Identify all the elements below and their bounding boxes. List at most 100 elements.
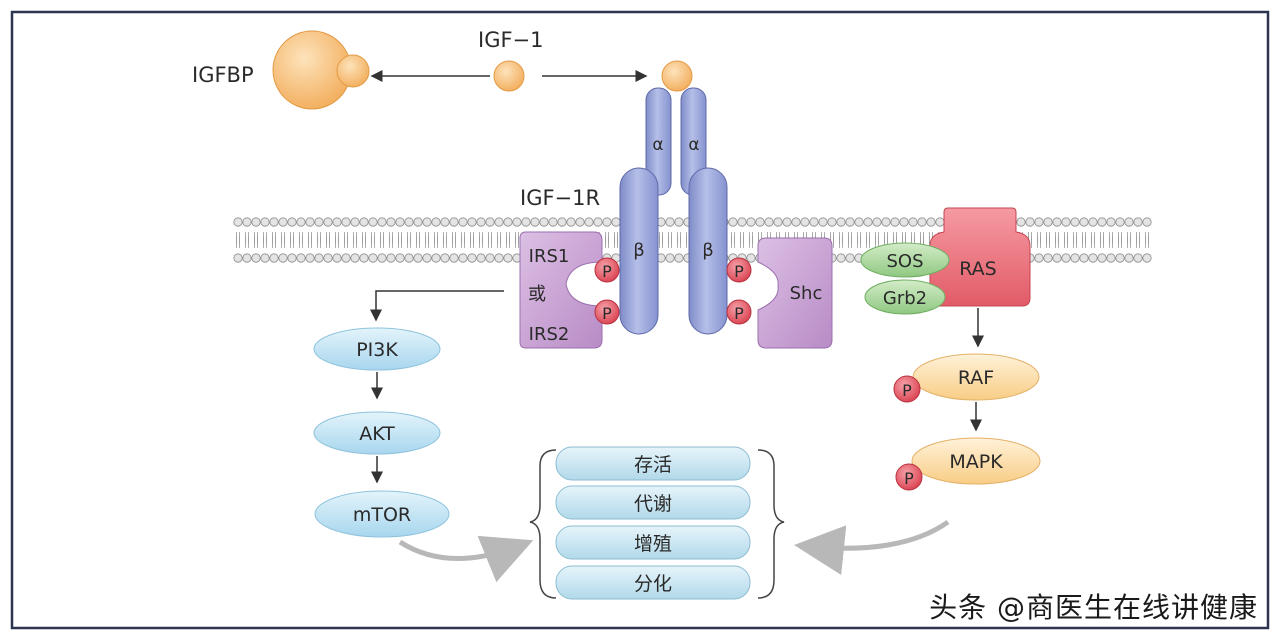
lipid-head: [305, 253, 315, 263]
phosphate-label: P: [904, 469, 914, 488]
lipid-tail: [857, 236, 861, 248]
lipid-head: [278, 217, 288, 227]
lipid-tail: [353, 236, 357, 248]
lipid-head: [323, 253, 333, 263]
lipid-tail: [1136, 236, 1140, 248]
lipid-tail: [407, 232, 411, 244]
lipid-head: [674, 217, 684, 227]
outcome-differentiation-label: 分化: [634, 573, 672, 595]
lipid-head: [800, 217, 810, 227]
lipid-head: [872, 217, 882, 227]
lipid-head: [458, 217, 468, 227]
lipid-head: [764, 217, 774, 227]
lipid-tail: [839, 232, 843, 244]
lipid-head: [1142, 253, 1152, 263]
lipid-tail: [290, 236, 294, 248]
lipid-head: [431, 217, 441, 227]
lipid-tail: [452, 236, 456, 248]
lipid-tail: [884, 232, 888, 244]
lipid-tail: [317, 232, 321, 244]
lipid-tail: [461, 232, 465, 244]
lipid-tail: [281, 232, 285, 244]
lipid-tail: [1055, 236, 1059, 248]
lipid-tail: [326, 236, 330, 248]
lipid-tail: [1100, 232, 1104, 244]
lipid-head: [350, 253, 360, 263]
lipid-head: [458, 253, 468, 263]
lipid-head: [1043, 217, 1053, 227]
lipid-tail: [515, 232, 519, 244]
lipid-tail: [740, 232, 744, 244]
lipid-head: [881, 217, 891, 227]
lipid-head: [575, 217, 585, 227]
lipid-head: [242, 253, 252, 263]
lipid-tail: [335, 232, 339, 244]
lipid-tail: [380, 232, 384, 244]
lipid-tail: [461, 236, 465, 248]
lipid-head: [314, 217, 324, 227]
lipid-head: [1115, 253, 1125, 263]
lipid-tail: [740, 236, 744, 248]
lipid-tail: [299, 232, 303, 244]
lipid-head: [737, 217, 747, 227]
lipid-head: [557, 217, 567, 227]
pi3k-label: PI3K: [356, 339, 398, 361]
watermark: 头条 @商医生在线讲健康: [929, 591, 1258, 624]
lipid-head: [467, 253, 477, 263]
lipid-head: [899, 217, 909, 227]
lipid-head: [269, 217, 279, 227]
lipid-tail: [668, 236, 672, 248]
lipid-head: [611, 217, 621, 227]
lipid-tail: [344, 236, 348, 248]
lipid-tail: [308, 236, 312, 248]
lipid-tail: [1064, 236, 1068, 248]
lipid-head: [413, 253, 423, 263]
receptor-label: IGF−1R: [520, 186, 600, 210]
lipid-tail: [866, 236, 870, 248]
lipid-head: [242, 217, 252, 227]
lipid-tail: [848, 232, 852, 244]
igf1-label: IGF−1: [478, 28, 544, 52]
lipid-tail: [353, 232, 357, 244]
lipid-tail: [749, 236, 753, 248]
phosphate-icon: [594, 299, 620, 325]
lipid-head: [359, 217, 369, 227]
lipid-head: [1079, 217, 1089, 227]
lipid-head: [350, 217, 360, 227]
lipid-head: [1052, 217, 1062, 227]
lipid-tail: [659, 232, 663, 244]
lipid-tail: [1127, 232, 1131, 244]
lipid-head: [827, 217, 837, 227]
outcome-pill: [555, 446, 751, 481]
lipid-head: [395, 253, 405, 263]
lipid-head: [908, 217, 918, 227]
lipid-head: [665, 217, 675, 227]
lipid-head: [1025, 217, 1035, 227]
beta-subunit-left: [619, 167, 659, 335]
lipid-tail: [1091, 236, 1095, 248]
lipid-tail: [434, 236, 438, 248]
lipid-head: [422, 253, 432, 263]
left-brace: [529, 449, 557, 599]
lipid-tail: [263, 232, 267, 244]
lipid-head: [935, 217, 945, 227]
phosphate-icon: [594, 257, 620, 283]
lipid-tail: [263, 236, 267, 248]
lipid-tail: [380, 236, 384, 248]
igfbp-label: IGFBP: [192, 63, 254, 87]
lipid-head: [296, 253, 306, 263]
lipid-tail: [236, 232, 240, 244]
lipid-head: [674, 253, 684, 263]
lipid-head: [287, 217, 297, 227]
outcome-pill: [555, 525, 751, 560]
lipid-head: [260, 217, 270, 227]
lipid-tail: [398, 236, 402, 248]
outcome-pill: [555, 485, 751, 520]
lipid-tail: [893, 232, 897, 244]
lipid-head: [512, 217, 522, 227]
lipid-tail: [488, 232, 492, 244]
lipid-head: [1097, 217, 1107, 227]
lipid-head: [233, 253, 243, 263]
lipid-head: [746, 253, 756, 263]
phosphate-label: P: [734, 262, 744, 281]
